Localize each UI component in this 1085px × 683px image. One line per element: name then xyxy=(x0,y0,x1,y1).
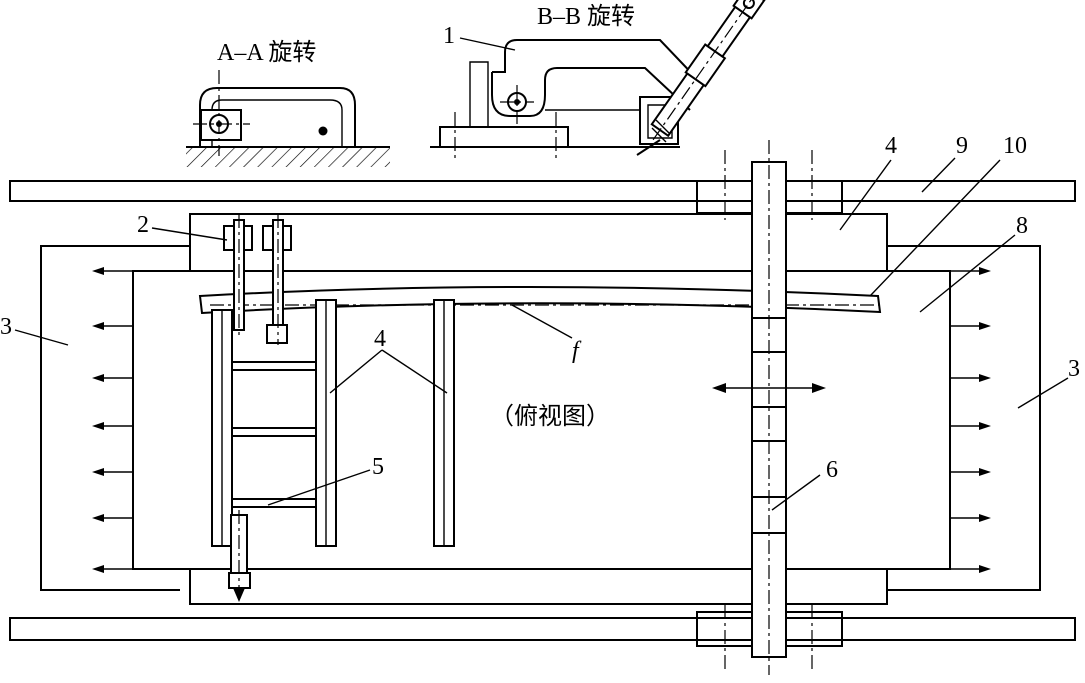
top-view xyxy=(9,37,1076,675)
label-10: 10 xyxy=(1003,133,1027,159)
label-8: 8 xyxy=(1016,213,1028,239)
a-a-contact-point xyxy=(318,126,328,136)
b-b-base-plate xyxy=(439,126,569,148)
section-a-a xyxy=(186,70,390,167)
beam-6 xyxy=(696,140,843,675)
section-b-b xyxy=(430,0,766,162)
label-f: f xyxy=(572,338,582,364)
label-1: 1 xyxy=(443,23,455,49)
left-arrows xyxy=(92,267,133,573)
bottom-rail xyxy=(9,617,1076,641)
label-4-mid: 4 xyxy=(374,326,386,352)
label-4-top: 4 xyxy=(885,133,897,159)
label-5: 5 xyxy=(372,454,384,480)
view-label: （俯视图） xyxy=(490,403,610,430)
label-3-right: 3 xyxy=(1068,356,1080,382)
label-9: 9 xyxy=(956,133,968,159)
clamp-2 xyxy=(223,214,292,345)
leader-lines xyxy=(14,37,1069,511)
right-side-frame xyxy=(887,245,1041,591)
ground-hatch xyxy=(186,147,390,167)
right-arrows xyxy=(950,267,991,573)
title-b-b: B–B 旋转 xyxy=(537,3,635,30)
top-rail xyxy=(9,180,1076,202)
title-a-a: A–A 旋转 xyxy=(217,39,316,66)
label-6: 6 xyxy=(826,457,838,483)
left-side-frame xyxy=(40,245,190,591)
label-3-left: 3 xyxy=(0,314,12,340)
ladder-5 xyxy=(211,299,337,605)
label-2: 2 xyxy=(137,212,149,238)
